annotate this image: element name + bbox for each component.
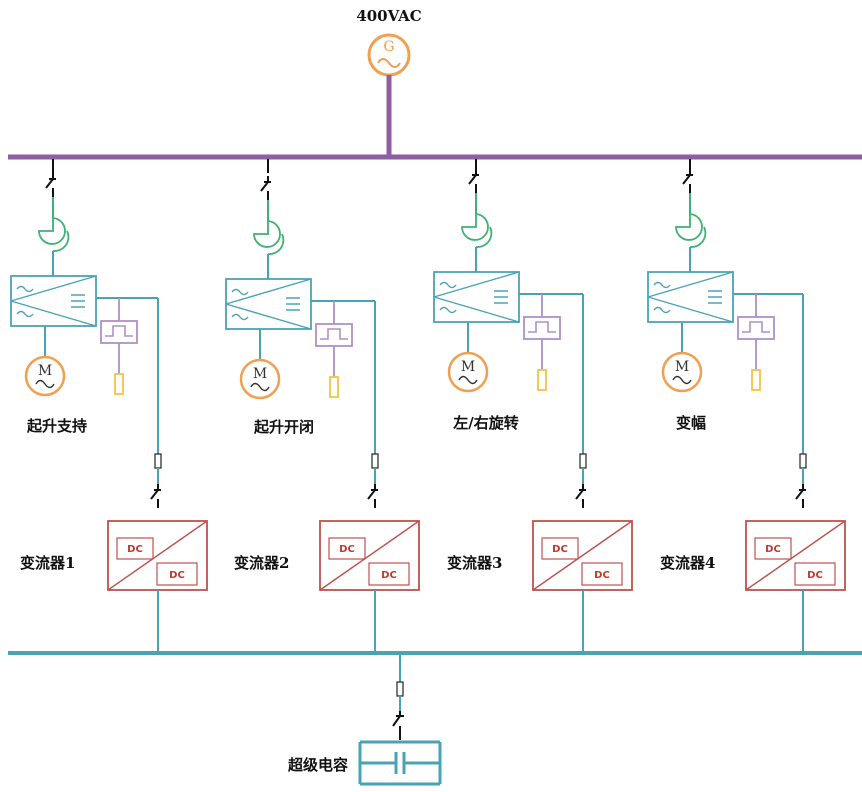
inverter xyxy=(433,271,520,323)
disconnect-switch xyxy=(260,176,271,200)
disconnect-switch xyxy=(45,173,56,197)
brake-chopper xyxy=(523,316,561,340)
drive-branch-4: M 变幅 DC DC 变流器4 xyxy=(647,159,846,653)
drive-label: 左/右旋转 xyxy=(452,414,518,432)
drive-label: 变幅 xyxy=(676,414,706,432)
drive-branch-3: M 左/右旋转 DC DC 变流器3 xyxy=(433,159,633,653)
generator: G xyxy=(367,33,411,77)
brake-resistor xyxy=(114,373,124,395)
dc-dc-converter: DC DC xyxy=(532,520,633,591)
brake-chopper xyxy=(100,320,138,344)
dc-dc-converter: DC DC xyxy=(107,520,208,591)
motor: M xyxy=(239,358,281,400)
line-reactor xyxy=(675,213,707,248)
inverter xyxy=(647,271,734,323)
dc-label-bottom: DC xyxy=(807,570,823,581)
brake-chopper xyxy=(315,323,353,347)
dc-label-top: DC xyxy=(765,544,781,555)
supply-voltage-label: 400VAC xyxy=(356,7,421,25)
disconnect-switch xyxy=(682,169,693,193)
motor: M xyxy=(24,355,66,397)
brake-chopper xyxy=(737,316,775,340)
brake-resistor xyxy=(537,369,547,391)
drive-label: 起升开闭 xyxy=(253,418,314,436)
motor: M xyxy=(447,351,489,393)
fuse xyxy=(154,453,162,469)
brake-resistor xyxy=(329,376,339,398)
converter-label: 变流器3 xyxy=(447,554,502,572)
line-reactor xyxy=(38,217,70,252)
disconnect-switch xyxy=(468,169,479,193)
line-reactor xyxy=(253,220,285,255)
supercapacitor-label: 超级电容 xyxy=(287,756,348,774)
fuse xyxy=(799,453,807,469)
motor-symbol: M xyxy=(253,366,267,382)
inverter xyxy=(10,275,97,327)
motor-symbol: M xyxy=(461,359,475,375)
fuse xyxy=(371,453,379,469)
disconnect-switch xyxy=(392,711,404,740)
dc-dc-converter: DC DC xyxy=(319,520,420,591)
motor-symbol: M xyxy=(38,363,52,379)
dc-label-bottom: DC xyxy=(381,570,397,581)
dc-label-bottom: DC xyxy=(594,570,610,581)
inverter xyxy=(225,278,312,330)
disconnect-switch xyxy=(575,484,586,508)
dc-dc-converter: DC DC xyxy=(745,520,846,591)
drive-label: 起升支持 xyxy=(26,417,87,435)
line-reactor xyxy=(461,213,493,248)
motor-symbol: M xyxy=(675,359,689,375)
dc-label-bottom: DC xyxy=(169,570,185,581)
dc-label-top: DC xyxy=(552,544,568,555)
converter-label: 变流器2 xyxy=(234,554,289,572)
drive-branch-2: M 起升开闭 DC DC 变流器2 xyxy=(225,159,420,653)
disconnect-switch xyxy=(367,484,378,508)
fuse xyxy=(579,453,587,469)
supercapacitor-branch: 超级电容 xyxy=(287,653,442,786)
disconnect-switch xyxy=(795,484,806,508)
motor: M xyxy=(661,351,703,393)
supercapacitor-symbol xyxy=(358,740,442,786)
dc-label-top: DC xyxy=(127,544,143,555)
converter-label: 变流器4 xyxy=(660,554,715,572)
fuse xyxy=(396,681,404,697)
disconnect-switch xyxy=(150,484,161,508)
generator-symbol: G xyxy=(383,39,394,55)
converter-label: 变流器1 xyxy=(20,554,75,572)
brake-resistor xyxy=(751,369,761,391)
drive-branch-1: M 起升支持 DC DC 变流器1 xyxy=(10,159,208,653)
dc-label-top: DC xyxy=(339,544,355,555)
